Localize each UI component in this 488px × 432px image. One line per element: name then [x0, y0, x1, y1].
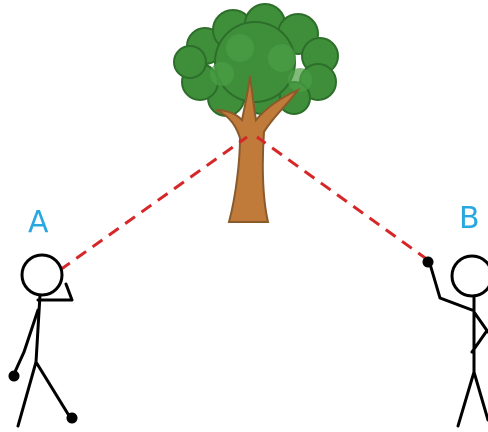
label-a: A — [28, 205, 49, 240]
person-a-head — [20, 253, 64, 297]
sight-lines — [59, 135, 429, 272]
dashed-line-b-to-tree — [256, 135, 429, 262]
person-b-head — [450, 254, 488, 298]
tree-trunk — [215, 75, 301, 223]
person-a — [8, 253, 78, 428]
person-b — [422, 254, 488, 428]
label-b: B — [459, 201, 480, 236]
tree-foliage — [173, 3, 339, 117]
dashed-line-a-to-tree — [59, 135, 248, 272]
